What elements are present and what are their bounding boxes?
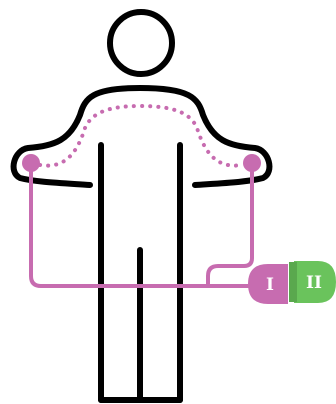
connector-two-label: II (306, 273, 322, 293)
electrode-right-icon (243, 154, 261, 172)
connector-one-label: I (266, 275, 274, 295)
connector-one: I (248, 264, 288, 304)
connector-two: II (289, 261, 336, 303)
electrode-left-icon (22, 154, 40, 172)
person-outline-icon (14, 12, 270, 400)
left-leg-line (101, 250, 140, 400)
torso-outline (14, 88, 270, 185)
connector-two-collar (289, 262, 297, 302)
head-icon (110, 12, 172, 74)
